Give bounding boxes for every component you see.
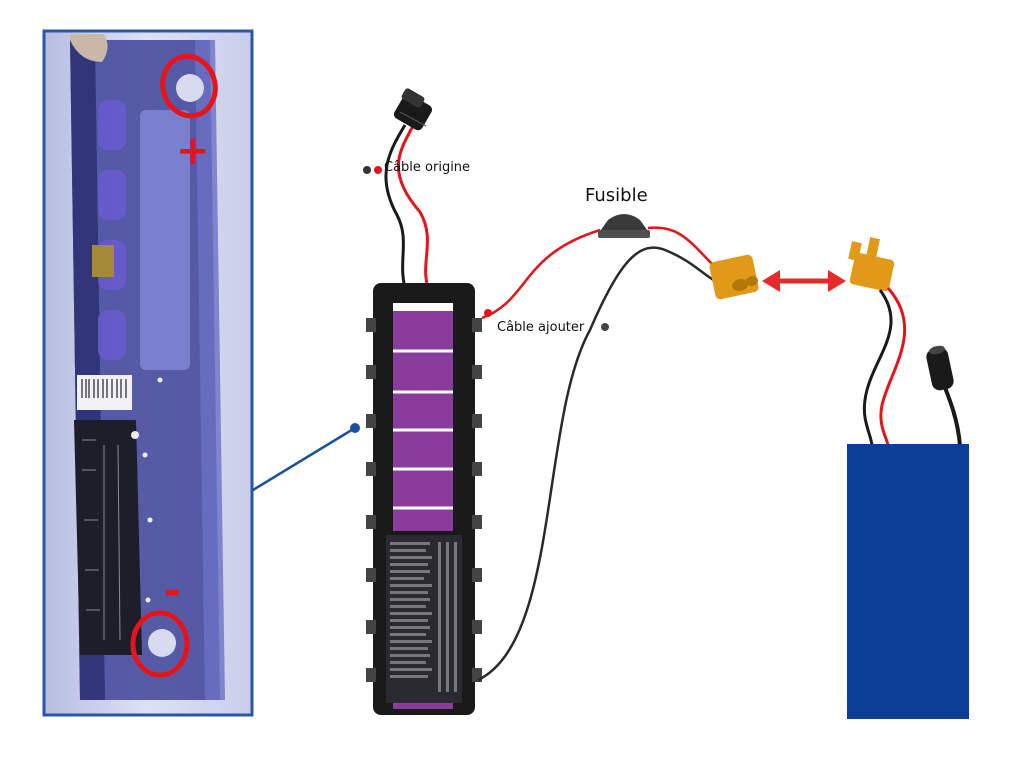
dc-barrel-plug-icon [926, 345, 954, 391]
dc-barrel-plug-icon [393, 88, 433, 131]
positive-terminal-label: + [176, 128, 210, 174]
battery-pack [366, 283, 482, 715]
original-cable-label: Câble origine [384, 160, 471, 175]
xt60-connector-male-icon [848, 237, 895, 292]
added-cable [477, 226, 719, 682]
battery-photo [42, 29, 254, 717]
double-arrow-icon [762, 270, 846, 292]
added-cable-label: Câble ajouter [497, 320, 585, 335]
external-battery [847, 444, 969, 719]
fuse-label: Fusible [585, 185, 648, 206]
original-cable [363, 124, 430, 289]
inset-pointer [252, 423, 360, 492]
negative-terminal-label: - [164, 568, 181, 614]
blade-fuse-icon [598, 214, 650, 238]
xt60-connector-female-icon [709, 254, 759, 300]
